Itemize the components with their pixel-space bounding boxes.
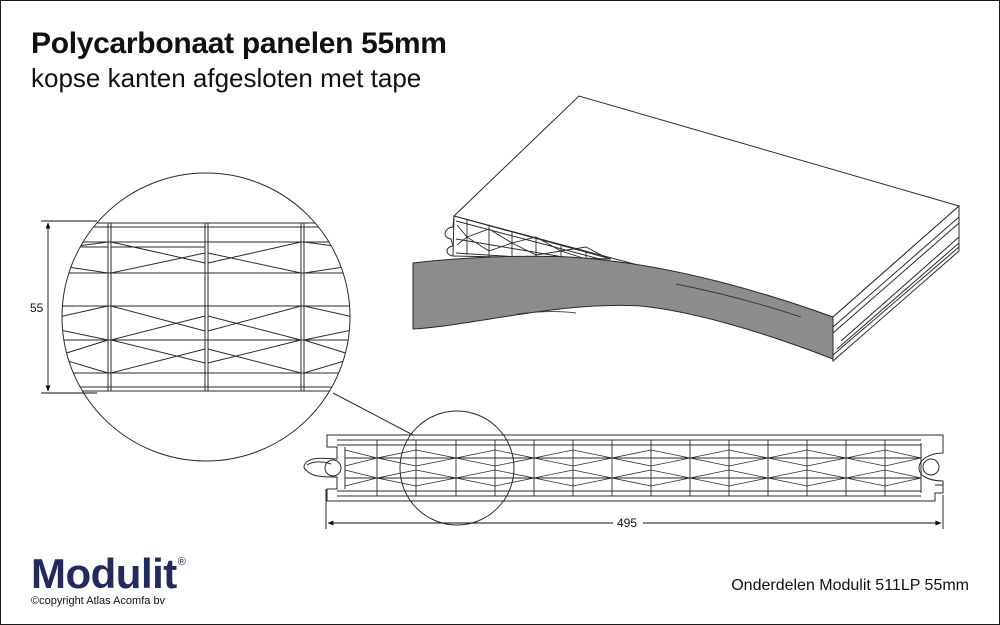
height-dimension [41,220,97,394]
modulit-logo: Modulit® [31,550,186,597]
page-title: Polycarbonaat panelen 55mm [31,27,447,60]
panel-cross-section [303,392,944,526]
page-subtitle: kopse kanten afgesloten met tape [31,63,422,93]
logo-text: Modulit [31,550,177,597]
height-dimension-label: 55 [30,301,44,315]
copyright-notice: ©copyright Atlas Acomfa bv [31,595,166,607]
detail-magnified-view [61,172,351,462]
drawing-caption: Onderdelen Modulit 511LP 55mm [731,577,969,594]
panel-3d-view [412,95,961,363]
registered-mark: ® [177,556,186,568]
width-dimension-label: 495 [617,516,637,530]
